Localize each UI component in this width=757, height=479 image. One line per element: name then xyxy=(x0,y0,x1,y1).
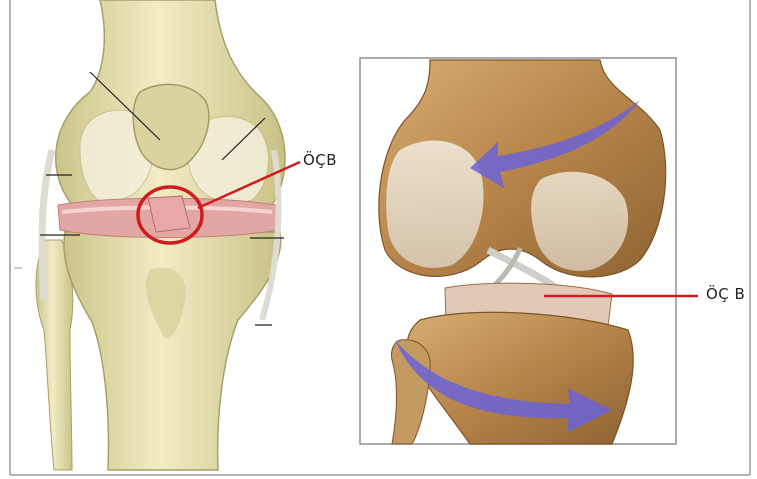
acl-label-left: ÖÇB xyxy=(303,151,337,169)
acl-ligament xyxy=(148,196,190,232)
condyle-right xyxy=(531,172,628,271)
knee-front-view xyxy=(36,0,300,470)
knee-rotation-view xyxy=(360,58,698,444)
tibia xyxy=(64,232,281,470)
acl-label-right: ÖÇ B xyxy=(706,285,745,303)
